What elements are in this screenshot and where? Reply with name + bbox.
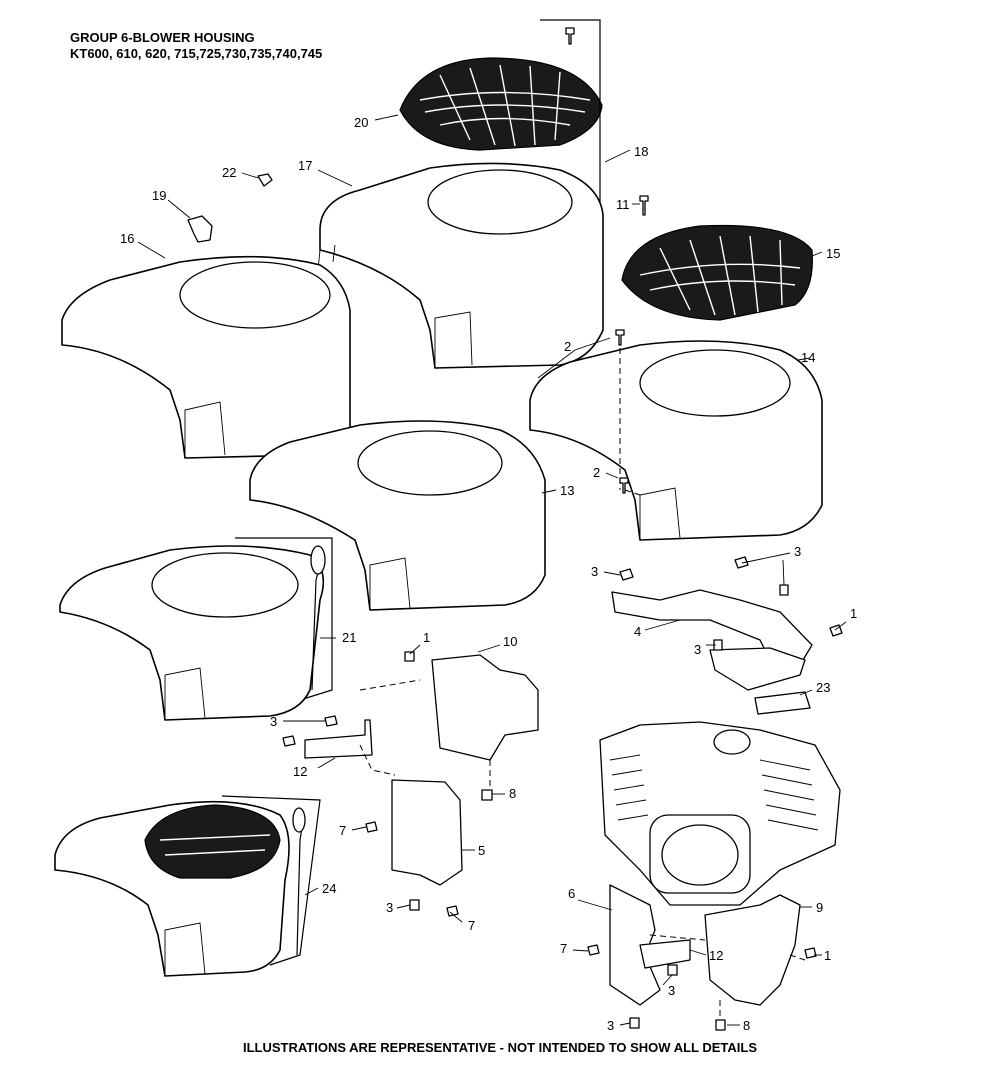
engine-block bbox=[599, 721, 841, 906]
callout-3: 3 bbox=[270, 714, 277, 729]
callout-23: 23 bbox=[816, 680, 830, 695]
callout-11: 11 bbox=[616, 197, 630, 212]
callout-3: 3 bbox=[386, 900, 393, 915]
blower-housing-14 bbox=[529, 340, 823, 541]
callout-13: 13 bbox=[560, 483, 574, 498]
baffle-6 bbox=[609, 884, 661, 1006]
callout-17: 17 bbox=[298, 158, 312, 173]
blower-housing-17 bbox=[317, 162, 604, 369]
leader-dash bbox=[359, 679, 491, 790]
callout-1: 1 bbox=[850, 606, 857, 621]
callout-10: 10 bbox=[503, 634, 517, 649]
callout-16: 16 bbox=[120, 231, 134, 246]
bracket-12 bbox=[304, 719, 373, 759]
leader-dash bbox=[619, 338, 641, 496]
callout-8: 8 bbox=[509, 786, 516, 801]
diagram-title: GROUP 6-BLOWER HOUSING bbox=[70, 30, 255, 45]
bracket-12b bbox=[639, 939, 691, 969]
dipstick-handle bbox=[310, 545, 326, 575]
callout-14: 14 bbox=[801, 350, 815, 365]
callout-7: 7 bbox=[339, 823, 346, 838]
group-bracket-21 bbox=[235, 537, 333, 701]
callout-9: 9 bbox=[816, 900, 823, 915]
bolt-2 bbox=[619, 477, 629, 494]
bracket-lower bbox=[709, 647, 806, 691]
callout-1: 1 bbox=[824, 948, 831, 963]
blower-housing-24 bbox=[54, 800, 290, 977]
leader-dash bbox=[649, 934, 806, 1020]
callout-18: 18 bbox=[634, 144, 648, 159]
callout-21: 21 bbox=[342, 630, 356, 645]
rotating-screen-20 bbox=[399, 57, 603, 151]
screen-15 bbox=[621, 224, 813, 321]
baffle-9 bbox=[704, 894, 801, 1006]
baffle-5 bbox=[391, 779, 463, 886]
callout-12: 12 bbox=[293, 764, 307, 779]
disclaimer-text: ILLUSTRATIONS ARE REPRESENTATIVE - NOT I… bbox=[243, 1040, 757, 1055]
callout-12: 12 bbox=[709, 948, 723, 963]
bolt-2 bbox=[615, 329, 625, 346]
callout-2: 2 bbox=[593, 465, 600, 480]
blower-housing-16 bbox=[61, 255, 351, 459]
dipstick-handle bbox=[292, 807, 306, 833]
callout-7: 7 bbox=[468, 918, 475, 933]
callout-6: 6 bbox=[568, 886, 575, 901]
callout-7: 7 bbox=[560, 941, 567, 956]
blower-housing-13 bbox=[249, 420, 546, 611]
callout-19: 19 bbox=[152, 188, 166, 203]
callout-8: 8 bbox=[743, 1018, 750, 1033]
callout-15: 15 bbox=[826, 246, 840, 261]
callout-20: 20 bbox=[354, 115, 368, 130]
group-bracket-24 bbox=[221, 795, 321, 966]
clip-19 bbox=[187, 215, 213, 243]
callout-24: 24 bbox=[322, 881, 336, 896]
blower-housing-21 bbox=[59, 545, 325, 721]
callout-1: 1 bbox=[423, 630, 430, 645]
leader-lines bbox=[137, 114, 847, 1026]
baffle-10 bbox=[431, 654, 539, 761]
label-23 bbox=[754, 691, 811, 715]
callout-4: 4 bbox=[634, 624, 641, 639]
model-list: KT600, 610, 620, 715,725,730,735,740,745 bbox=[70, 46, 323, 61]
callout-3: 3 bbox=[694, 642, 701, 657]
screw-icon bbox=[565, 27, 575, 45]
fasteners bbox=[282, 556, 843, 1031]
callout-5: 5 bbox=[478, 843, 485, 858]
callout-3: 3 bbox=[668, 983, 675, 998]
callout-labels: 20 18 22 17 19 16 11 15 2 14 2 13 3 3 1 … bbox=[120, 115, 857, 1033]
callout-3: 3 bbox=[591, 564, 598, 579]
callout-22: 22 bbox=[222, 165, 236, 180]
callout-3: 3 bbox=[794, 544, 801, 559]
bolt-11 bbox=[639, 195, 649, 216]
callout-3: 3 bbox=[607, 1018, 614, 1033]
callout-2: 2 bbox=[564, 339, 571, 354]
fastener-22 bbox=[257, 173, 273, 187]
